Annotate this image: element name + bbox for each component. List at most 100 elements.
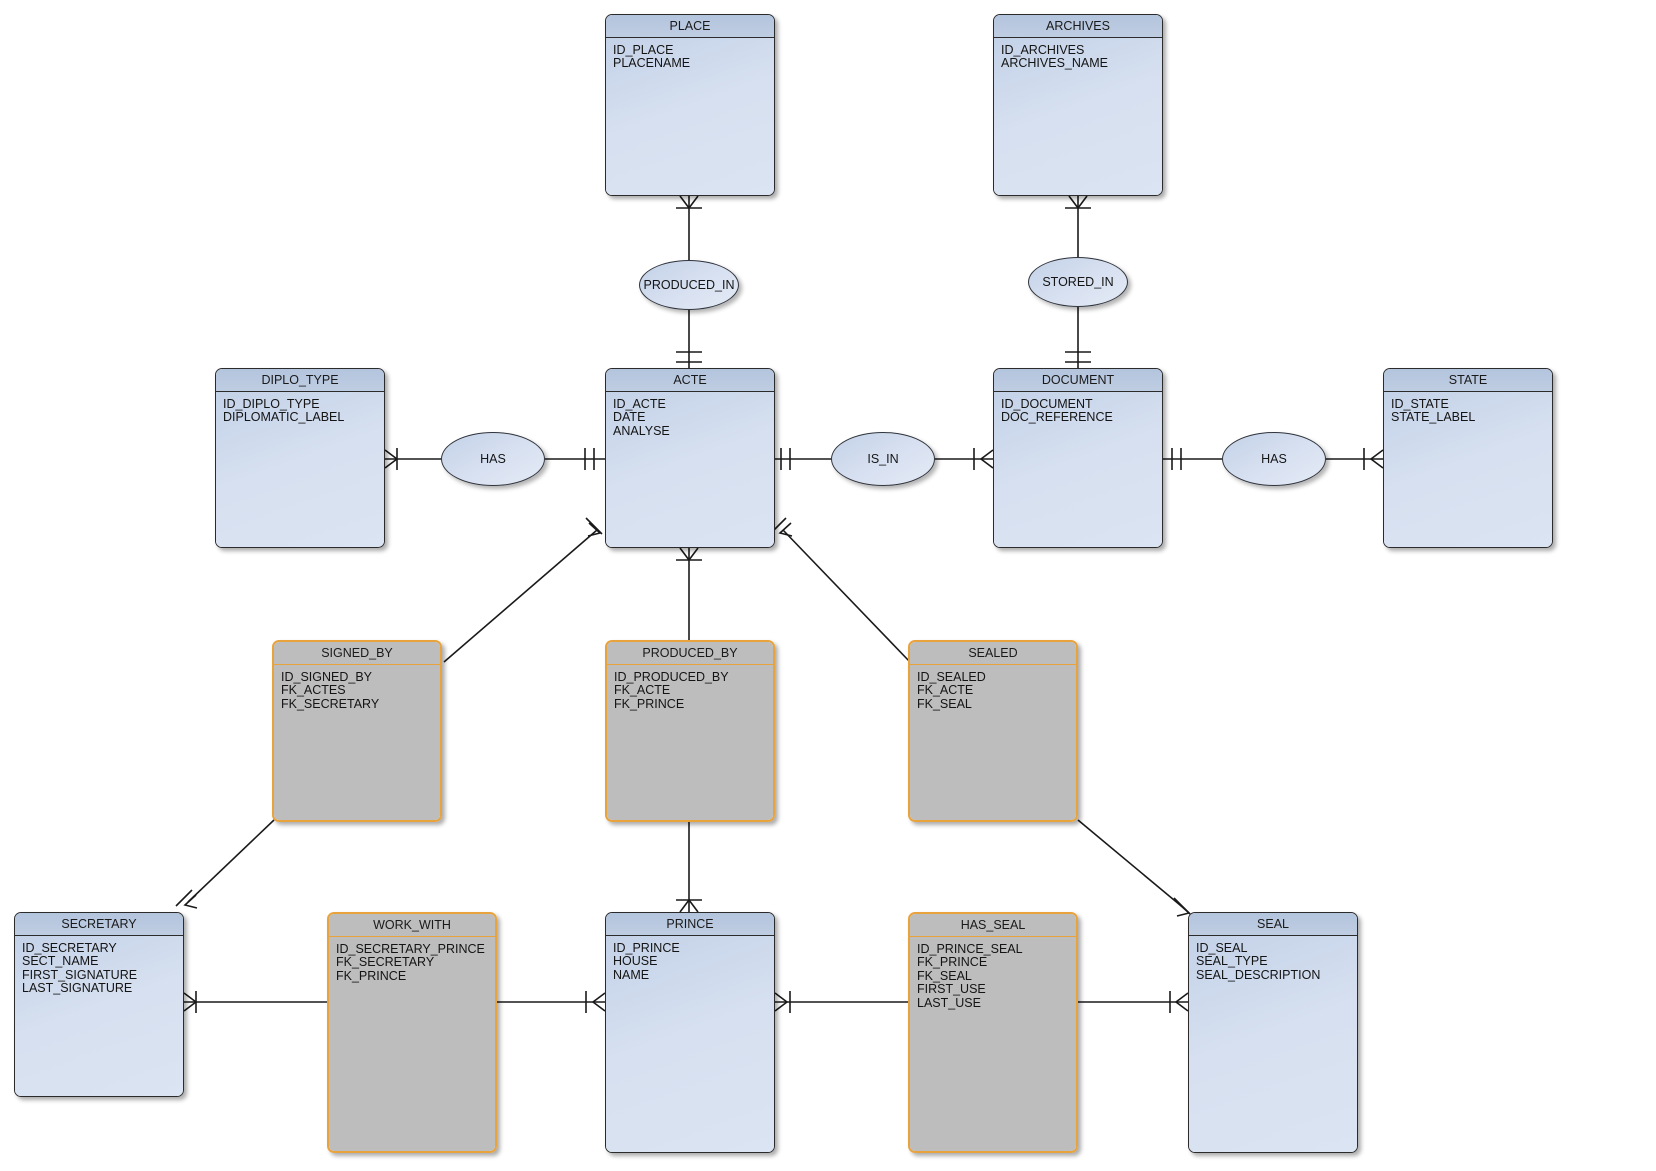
attribute: ID_SEAL	[1196, 941, 1248, 955]
crowfoot-place	[679, 195, 699, 210]
attribute: SEAL_TYPE	[1196, 954, 1268, 969]
entity-title-work_with: WORK_WITH	[329, 914, 495, 937]
entity-title-archives: ARCHIVES	[994, 15, 1162, 38]
attribute: LAST_SIGNATURE	[22, 981, 133, 996]
relationship-stored_in[interactable]: STORED_IN	[1028, 257, 1128, 307]
attribute: FK_PRINCE	[614, 696, 685, 711]
crowfoot-prince-left	[591, 992, 606, 1012]
attribute: ID_STATE	[1391, 397, 1449, 411]
crowfoot-diplo_type	[384, 449, 399, 469]
attribute: PLACENAME	[613, 56, 691, 71]
relationship-produced_in[interactable]: PRODUCED_IN	[639, 260, 739, 310]
attribute: DOC_REFERENCE	[1001, 410, 1113, 425]
attribute: ID_DIPLO_TYPE	[223, 397, 320, 411]
entity-title-has_seal: HAS_SEAL	[910, 914, 1076, 937]
link-sealed-seal	[1077, 819, 1187, 911]
crowfoot-seal-left	[1174, 992, 1189, 1012]
bar-seal-top	[1173, 897, 1191, 915]
attribute: DIPLOMATIC_LABEL	[223, 410, 345, 425]
attribute: ID_ARCHIVES	[1001, 43, 1085, 57]
entity-title-place: PLACE	[606, 15, 774, 38]
attribute: DATE	[613, 410, 646, 425]
attribute: ID_PLACE	[613, 43, 674, 57]
bar-secretary-top	[175, 889, 193, 907]
crowfoot-acte-sealed	[778, 522, 793, 537]
crowfoot-prince-right	[774, 992, 789, 1012]
entity-title-diplo_type: DIPLO_TYPE	[216, 369, 384, 392]
entity-title-signed_by: SIGNED_BY	[274, 642, 440, 665]
crowfoot-archives	[1068, 195, 1088, 210]
link-acte-sealed	[782, 529, 911, 663]
attribute: FIRST_SIGNATURE	[22, 967, 138, 982]
attribute: ID_SEALED	[917, 670, 986, 684]
attribute: FK_ACTES	[281, 683, 346, 698]
relationship-label: IS_IN	[867, 452, 899, 466]
attribute: SEAL_DESCRIPTION	[1196, 967, 1321, 982]
entity-title-prince: PRINCE	[606, 913, 774, 936]
attribute: FK_PRINCE	[917, 955, 988, 970]
entity-title-produced_by: PRODUCED_BY	[607, 642, 773, 665]
bar-acte-signed_by	[585, 517, 603, 535]
attribute: NAME	[613, 967, 650, 982]
crowfoot-state	[1369, 449, 1384, 469]
entity-title-document: DOCUMENT	[994, 369, 1162, 392]
attribute: FK_SEAL	[917, 696, 972, 711]
crowfoot-seal-top	[1176, 902, 1191, 917]
entity-title-sealed: SEALED	[910, 642, 1076, 665]
entity-title-secretary: SECRETARY	[15, 913, 183, 936]
attribute: ID_PRINCE	[613, 941, 680, 955]
attribute: LAST_USE	[917, 995, 981, 1010]
relationship-is_in[interactable]: IS_IN	[831, 432, 935, 486]
entity-title-acte: ACTE	[606, 369, 774, 392]
relationship-label: PRODUCED_IN	[643, 278, 735, 292]
attribute: FK_SECRETARY	[281, 696, 380, 711]
relationship-label: HAS	[1261, 452, 1287, 466]
attribute: FK_ACTE	[917, 683, 974, 698]
crowfoot-document-left	[979, 449, 994, 469]
attribute: ID_SECRETARY_PRINCE	[336, 942, 485, 956]
attribute: FIRST_USE	[917, 982, 986, 997]
attribute: ID_ACTE	[613, 397, 666, 411]
entity-title-state: STATE	[1384, 369, 1552, 392]
crowfoot-secretary-right	[183, 992, 198, 1012]
attribute: FK_SEAL	[917, 968, 972, 983]
attribute: ARCHIVES_NAME	[1001, 56, 1108, 71]
crowfoot-acte-signed_by	[587, 522, 602, 537]
relationship-has_diplo[interactable]: HAS	[441, 432, 545, 486]
attribute: HOUSE	[613, 954, 658, 969]
attribute: FK_SECRETARY	[336, 955, 435, 970]
crowfoot-secretary-top	[183, 894, 198, 909]
relationship-has_state[interactable]: HAS	[1222, 432, 1326, 486]
relationship-label: HAS	[480, 452, 506, 466]
attribute: FK_PRINCE	[336, 968, 407, 983]
attribute: ID_PRINCE_SEAL	[917, 942, 1023, 956]
attribute: ID_DOCUMENT	[1001, 397, 1093, 411]
